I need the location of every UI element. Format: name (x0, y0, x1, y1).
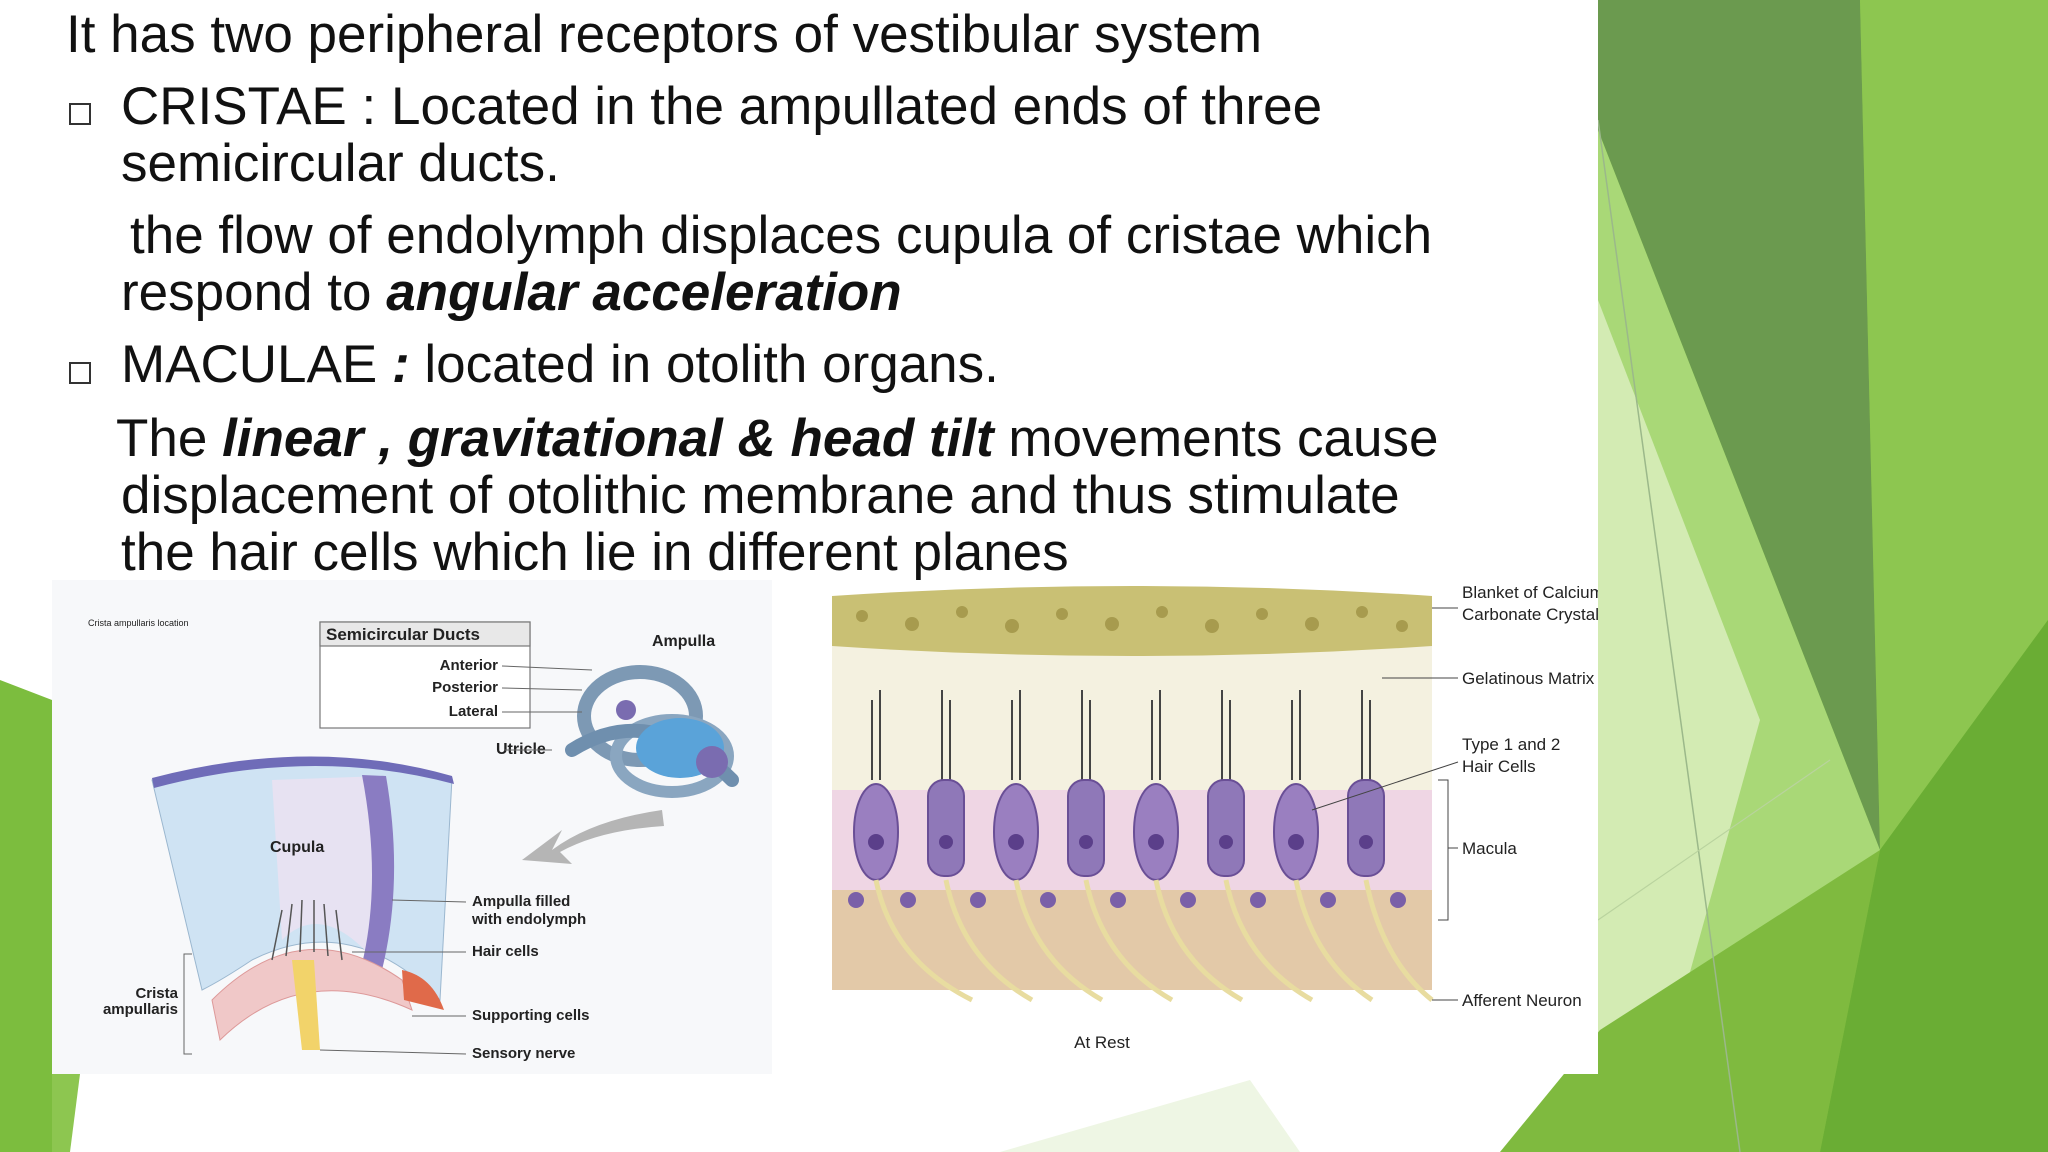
macula-label: Macula (1462, 839, 1517, 858)
crista-ampullaris-figure: Crista ampullaris location Semicircular … (52, 580, 772, 1074)
cristae-explain-pre: respond to (121, 263, 387, 322)
supporting-cell-nuclei (848, 892, 1406, 908)
cristae-term: CRISTAE (121, 77, 347, 136)
type-label-2: Hair Cells (1462, 757, 1536, 776)
ampulla-wall (152, 756, 454, 788)
maculae-explain-post: movements cause (993, 409, 1439, 468)
gelatinous-label: Gelatinous Matrix (1462, 669, 1595, 688)
maculae-explain-2: displacement of otolithic membrane and t… (121, 466, 1400, 525)
macula-figure: Blanket of Calcium Carbonate Crystals Ge… (772, 580, 1598, 1074)
ampulla-label: Ampulla (652, 633, 715, 650)
maculae-term: MACULAE (121, 335, 378, 394)
bullet-maculae (69, 362, 91, 384)
duct-posterior: Posterior (432, 679, 498, 696)
duct-lateral: Lateral (449, 703, 498, 720)
cristae-line-2: semicircular ducts. (121, 134, 560, 193)
cupula-edge (362, 775, 395, 970)
maculae-line-1: MACULAE : located in otolith organs. (121, 336, 999, 394)
maculae-colon: : (391, 335, 410, 394)
afferent-neuron-fibers (873, 879, 1434, 1003)
cristae-desc: : Located in the ampullated ends of thre… (361, 77, 1323, 136)
ampulla-filled-1: Ampulla filled (472, 893, 570, 910)
at-rest-label: At Rest (1074, 1033, 1130, 1052)
supporting-cells-shape (402, 970, 444, 1010)
slide-content: It has two peripheral receptors of vesti… (52, 0, 1598, 1074)
magnify-arrow (522, 810, 664, 864)
angular-acceleration-emphasis: angular acceleration (386, 263, 902, 322)
crystal-texture (856, 606, 1408, 633)
hair-cell-bundles (271, 899, 343, 961)
gelatinous-matrix-shape (832, 640, 1432, 790)
sensory-nerve-label: Sensory nerve (472, 1045, 575, 1062)
hair-cells-row (853, 690, 1385, 881)
maculae-explain-3: the hair cells which lie in different pl… (121, 523, 1069, 582)
ampulla-bulb-2 (616, 700, 636, 720)
cupula-label: Cupula (270, 839, 324, 856)
afferent-label: Afferent Neuron (1462, 991, 1582, 1010)
maculae-explain-pre: The (116, 409, 223, 468)
fig-caption: Crista ampullaris location (88, 618, 189, 628)
crista-label-2: ampullaris (103, 1001, 178, 1018)
blanket-label-2: Carbonate Crystals (1462, 605, 1598, 624)
movement-types-emphasis: linear , gravitational & head tilt (222, 409, 994, 468)
intro-text: It has two peripheral receptors of vesti… (66, 5, 1262, 64)
maculae-explain-1: The linear , gravitational & head tilt m… (116, 410, 1438, 468)
ducts-title: Semicircular Ducts (326, 625, 480, 644)
bullet-cristae (69, 103, 91, 125)
cristae-explain-2: respond to angular acceleration (121, 264, 902, 322)
ampulla-bulb (696, 746, 728, 778)
hair-cells-label: Hair cells (472, 943, 539, 960)
supporting-cells-label: Supporting cells (472, 1007, 590, 1024)
blanket-label-1: Blanket of Calcium (1462, 583, 1598, 602)
cristae-line-1: CRISTAE : Located in the ampullated ends… (121, 78, 1322, 136)
sensory-nerve-shape (292, 960, 320, 1050)
type-label-1: Type 1 and 2 (1462, 735, 1560, 754)
calcium-crystals-shape (832, 586, 1432, 656)
cristae-explain-1: the flow of endolymph displaces cupula o… (130, 206, 1433, 265)
crista-label-1: Crista (135, 985, 178, 1002)
duct-anterior: Anterior (440, 657, 499, 674)
ampulla-filled-2: with endolymph (471, 911, 586, 928)
maculae-desc: located in otolith organs. (409, 335, 999, 394)
